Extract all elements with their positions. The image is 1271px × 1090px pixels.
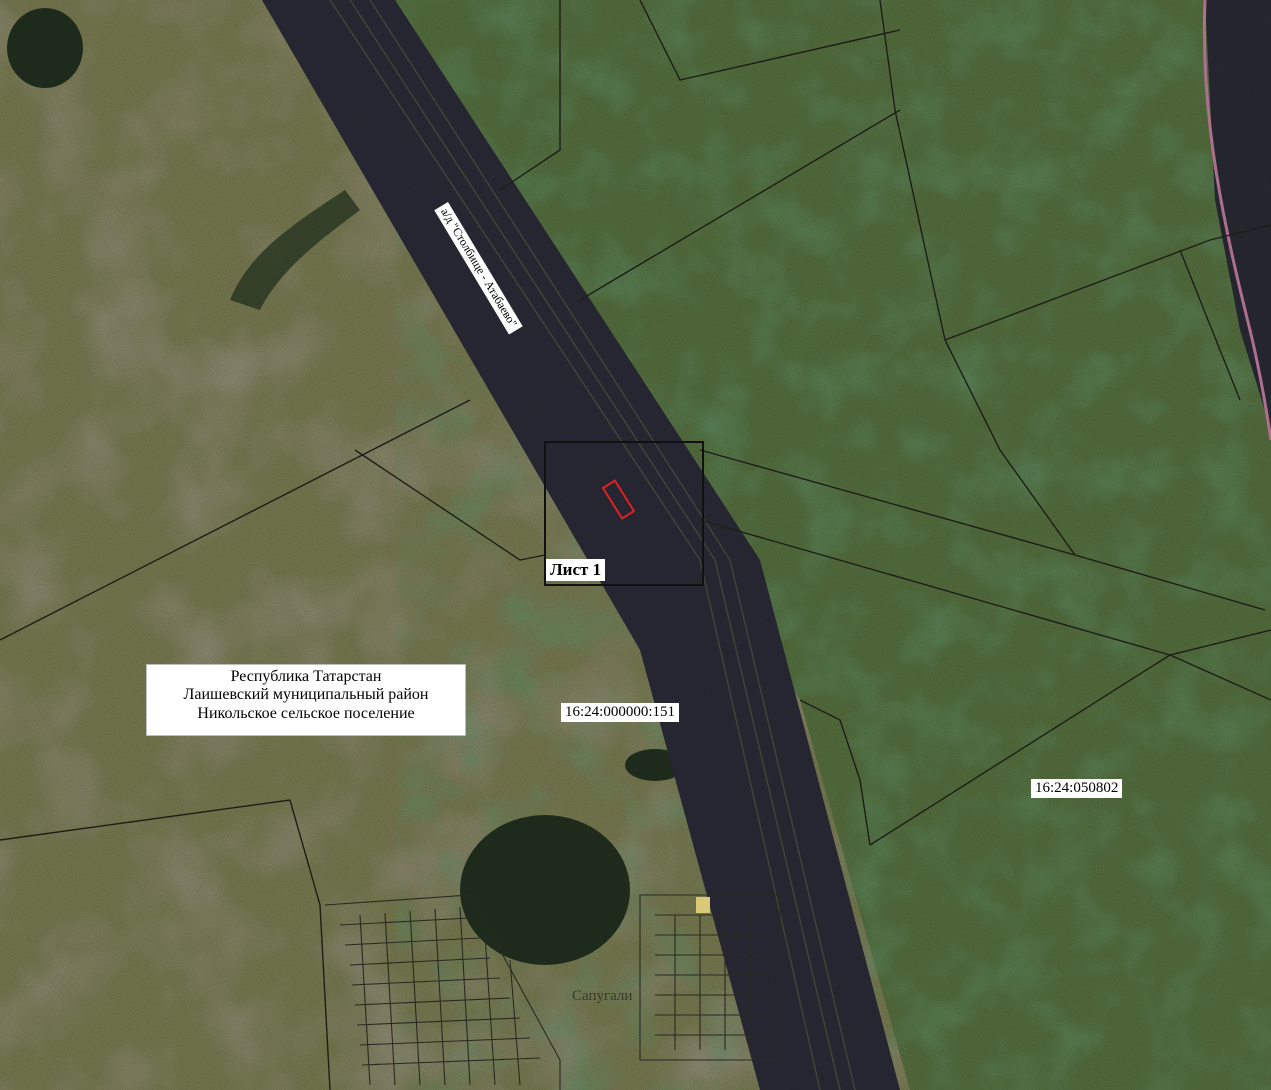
settlement-label: Сапугали — [572, 988, 633, 1004]
garden-plots — [324, 894, 781, 1090]
region-label: Республика Татарстан Лаишевский муниципа… — [146, 664, 466, 736]
road-parcel-number[interactable]: 16:24:000000:151 — [561, 703, 680, 723]
target-parcel[interactable] — [601, 479, 636, 520]
region-settlement: Никольское сельское поселение — [197, 704, 415, 722]
region-district: Лаишевский муниципальный район — [183, 686, 429, 704]
plot-highlight — [696, 897, 710, 913]
sheet-label[interactable]: Лист 1 — [546, 559, 606, 581]
sheet-frame[interactable] — [544, 441, 704, 586]
region-republic: Республика Татарстан — [230, 668, 382, 685]
cadastral-quarter-number[interactable]: 16:24:050802 — [1031, 779, 1123, 799]
